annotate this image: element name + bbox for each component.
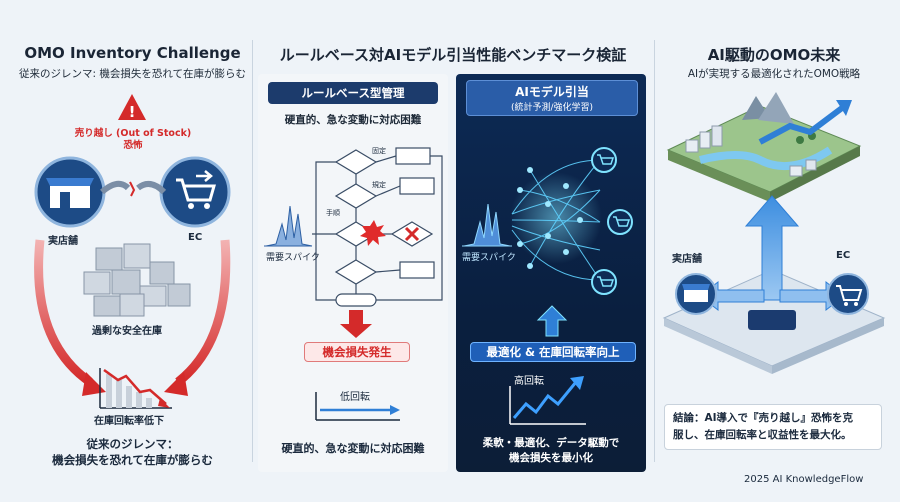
conclusion-line1: 結論：AI導入で『売り越し』恐怖を克 xyxy=(673,412,854,424)
neural-network xyxy=(511,159,601,281)
low-turnover-label: 低回転 xyxy=(340,392,370,403)
red-curved-arrow-left xyxy=(34,239,93,386)
future-cart-icon xyxy=(827,273,869,315)
divider-right xyxy=(654,40,655,462)
rising-growth-arrow xyxy=(758,100,852,145)
warning-label: 売り越し (Out of Stock) 恐怖 xyxy=(74,128,192,151)
central-up-arrow xyxy=(744,195,800,301)
broken-bridge xyxy=(100,180,167,197)
ai-cart-icon-bottom xyxy=(591,269,617,295)
page-title: ルールベース対AIモデル引当性能ベンチマーク検証 xyxy=(279,46,627,64)
ai-footer: 柔軟・最適化、データ駆動で 機会損失を最小化 xyxy=(456,436,646,466)
red-arrowhead-left xyxy=(82,372,106,396)
flat-line-chart xyxy=(315,392,400,421)
right-column-subtitle: AIが実現する最適化されたOMO戦略 xyxy=(687,68,861,80)
future-ec-label: EC xyxy=(836,250,851,261)
future-store-label: 実店舗 xyxy=(672,254,702,265)
left-footer-line2: 機会損失を恐れて在庫が膨らむ xyxy=(52,453,213,467)
ai-model-panel xyxy=(456,74,646,472)
rule-spike-label: 需要スパイク xyxy=(266,253,320,263)
left-column-subtitle: 従来のジレンマ: 機会損失を恐れて在庫が膨らむ xyxy=(18,68,247,80)
credit-text: 2025 AI KnowledgeFlow xyxy=(744,474,864,485)
red-curved-arrow-right xyxy=(175,239,231,386)
ai-spike-label: 需要スパイク xyxy=(462,253,516,263)
burst-icon xyxy=(360,220,386,246)
ai-footer-line1: 柔軟・最適化、データ駆動で xyxy=(482,437,620,449)
loss-banner: 機会損失発生 xyxy=(304,342,410,362)
store-icon xyxy=(34,156,106,228)
boxes-label: 過剰な安全在庫 xyxy=(92,326,162,337)
left-column-title: OMO Inventory Challenge xyxy=(24,44,241,62)
rule-subtitle: 硬直的、急な変動に対応困難 xyxy=(284,114,422,126)
svg-text:!: ! xyxy=(129,103,136,121)
ai-footer-line2: 機会損失を最小化 xyxy=(509,452,593,464)
node-label-fixed: 固定 xyxy=(372,147,386,155)
ai-banner-subtitle: (統計予測/強化学習) xyxy=(510,103,594,113)
ec-cart-icon xyxy=(159,156,231,228)
rule-based-banner: ルールベース型管理 xyxy=(268,82,438,104)
rule-footer: 硬直的、急な変動に対応困難 xyxy=(281,442,425,455)
warning-icon: ! xyxy=(118,94,146,121)
future-store-icon xyxy=(675,273,717,315)
left-footer: 従来のジレンマ： 機会損失を恐れて在庫が膨らむ xyxy=(10,436,255,468)
ai-model-banner: AIモデル引当 (統計予測/強化学習) xyxy=(466,80,638,116)
isometric-landscape xyxy=(666,92,862,202)
rule-flowchart xyxy=(312,147,443,307)
ai-banner-title: AIモデル引当 xyxy=(515,85,589,99)
ai-up-arrow xyxy=(536,305,568,337)
high-turnover-label: 高回転 xyxy=(514,376,544,387)
conclusion-line2: 服し、在庫回転率と収益性を最大化。 xyxy=(673,429,852,441)
right-column-title: AI駆動のOMO未来 xyxy=(707,46,841,64)
rising-chart xyxy=(509,376,586,425)
rule-spike-chart xyxy=(264,205,313,247)
ai-result-banner: 最適化 & 在庫回転率向上 xyxy=(470,342,636,362)
left-footer-line1: 従来のジレンマ： xyxy=(86,437,179,451)
ai-cart-icon-top xyxy=(591,147,617,173)
node-label-stage: 手順 xyxy=(326,209,340,217)
ai-glow xyxy=(510,172,602,264)
ec-label: EC xyxy=(188,232,203,243)
node-label-rule: 規定 xyxy=(372,181,386,189)
declining-chart-label: 在庫回転率低下 xyxy=(94,416,164,427)
conclusion-box: 結論：AI導入で『売り越し』恐怖を克 服し、在庫回転率と収益性を最大化。 xyxy=(664,404,882,450)
loss-down-arrow xyxy=(340,310,372,338)
red-arrowhead-right xyxy=(164,372,188,396)
x-mark-icon xyxy=(404,226,420,242)
declining-chart xyxy=(99,368,172,409)
ai-cart-icon-middle xyxy=(607,209,633,235)
divider-left xyxy=(252,40,253,462)
stacked-boxes xyxy=(83,243,191,317)
store-label: 実店舗 xyxy=(48,236,78,247)
device-screen xyxy=(748,310,796,330)
network-nodes xyxy=(517,167,583,269)
ai-spike-chart xyxy=(462,203,512,247)
